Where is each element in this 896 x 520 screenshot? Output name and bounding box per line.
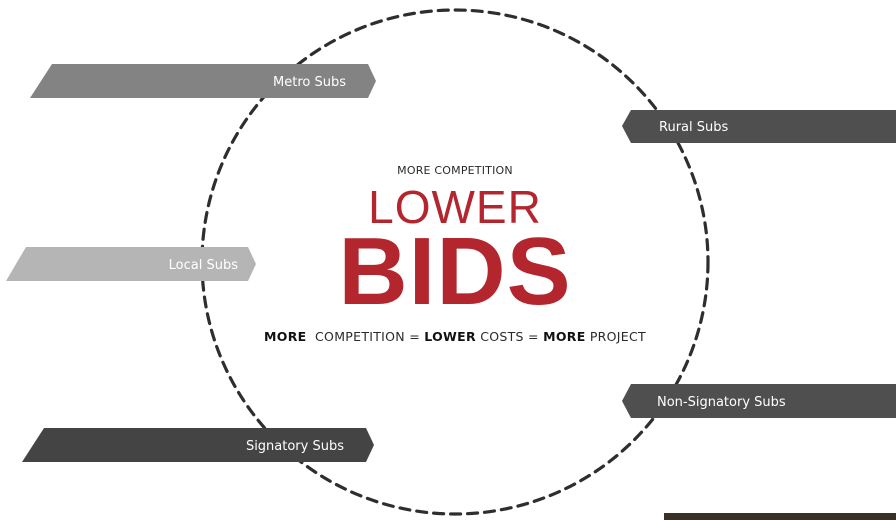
banner-local-label: Local Subs <box>169 258 239 273</box>
equation-line: MORE COMPETITION = LOWER COSTS = MORE PR… <box>200 329 710 344</box>
banner-local-subs: Local Subs <box>6 247 256 281</box>
banner-metro-subs: Metro Subs <box>30 64 376 98</box>
banner-metro-label: Metro Subs <box>273 75 346 90</box>
eq-term2-bold: LOWER <box>424 329 476 344</box>
banner-signatory-shape <box>22 428 374 462</box>
banner-local-shape <box>6 247 256 281</box>
eq-term2-rest: COSTS <box>480 329 524 344</box>
banner-nonsignatory-shape <box>622 384 896 418</box>
center-headline-lower: LOWER <box>368 181 542 233</box>
banner-signatory-subs: Signatory Subs <box>22 428 374 462</box>
center-top-line: MORE COMPETITION <box>397 164 513 177</box>
center-headline-bids: BIDS <box>338 218 572 325</box>
banner-nonsignatory-label: Non-Signatory Subs <box>657 395 786 410</box>
banner-signatory-label: Signatory Subs <box>246 439 344 454</box>
banner-rural-label: Rural Subs <box>659 120 728 135</box>
eq-term3-rest: PROJECT <box>589 329 646 344</box>
eq-equals-1: = <box>409 329 421 344</box>
eq-equals-2: = <box>528 329 539 344</box>
eq-term3-bold: MORE <box>543 329 586 344</box>
eq-term1-rest: COMPETITION <box>315 329 405 344</box>
banner-rural-shape <box>622 110 896 143</box>
banner-metro-shape <box>30 64 376 98</box>
banner-non-signatory-subs: Non-Signatory Subs <box>622 384 896 418</box>
eq-term1-bold: MORE <box>264 329 307 344</box>
banner-rural-subs: Rural Subs <box>622 110 896 143</box>
photo-edge <box>664 513 896 520</box>
